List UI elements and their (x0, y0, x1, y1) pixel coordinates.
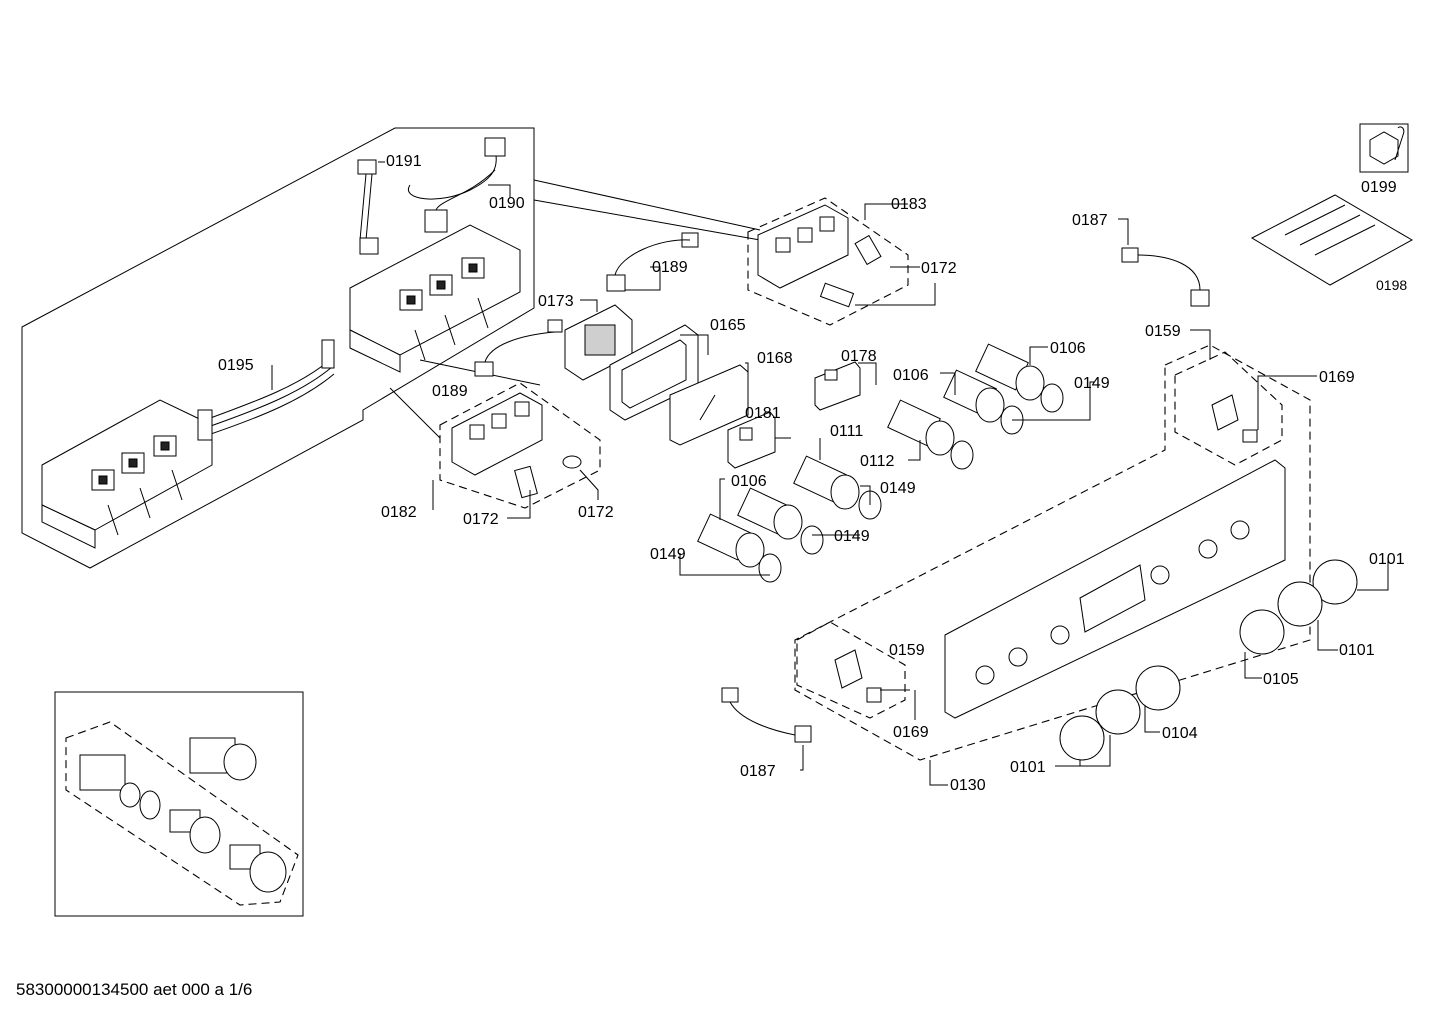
label-0105: 0105 (1263, 671, 1299, 688)
lower-switch-block (41, 399, 213, 549)
label-0159-upper: 0159 (1145, 323, 1181, 340)
control-panel-0130 (794, 344, 1311, 761)
label-0169-lower: 0169 (893, 724, 929, 741)
screw-bag-icon (1250, 194, 1414, 286)
upper-switch-block (349, 224, 521, 373)
front-knobs (1059, 559, 1358, 761)
label-0189-upper: 0189 (652, 259, 688, 276)
label-0111: 0111 (830, 423, 863, 440)
label-0189-lower: 0189 (432, 383, 468, 400)
knob-assemblies (697, 343, 1064, 583)
label-0106-top: 0106 (1050, 340, 1086, 357)
label-0101-top: 0101 (1369, 551, 1405, 568)
led-module-0159-lower (796, 621, 906, 719)
label-0172-left: 0172 (463, 511, 499, 528)
wire-harness-0191 (357, 137, 506, 255)
label-0198: 0198 (1376, 277, 1407, 293)
label-0168: 0168 (757, 350, 793, 367)
label-0190: 0190 (489, 195, 525, 212)
label-0101-low: 0101 (1010, 759, 1046, 776)
label-0187-lower: 0187 (740, 763, 776, 780)
circuit-board-0173 (564, 304, 633, 381)
label-0169-upper: 0169 (1319, 369, 1355, 386)
connector-0189-lower (474, 319, 563, 377)
connector-0187-lower (721, 687, 812, 743)
label-0130: 0130 (950, 777, 986, 794)
connector-0187-upper (1121, 247, 1210, 307)
switch-block-0183 (747, 197, 909, 326)
label-0187-upper: 0187 (1072, 212, 1108, 229)
bracket-0178 (814, 361, 861, 411)
label-0104: 0104 (1162, 725, 1198, 742)
label-0195: 0195 (218, 357, 254, 374)
ribbon-cable (197, 339, 335, 441)
part-labels: 0191 0190 0189 0173 0165 0168 0178 0183 … (218, 153, 1407, 794)
wrench-icon (1359, 123, 1409, 173)
led-module-0159-upper (1174, 351, 1283, 466)
label-0149-mid: 0149 (880, 480, 916, 497)
label-0181: 0181 (745, 405, 781, 422)
inset-detail-box (54, 691, 304, 917)
connector-0189-upper (606, 232, 699, 292)
label-0182: 0182 (381, 504, 417, 521)
label-0173: 0173 (538, 293, 574, 310)
switch-block-0182 (439, 382, 601, 509)
label-0159-lower: 0159 (889, 642, 925, 659)
leader-lines (271, 161, 1389, 786)
label-0178: 0178 (841, 348, 877, 365)
label-0106-mid: 0106 (893, 367, 929, 384)
label-0183: 0183 (891, 196, 927, 213)
label-0165: 0165 (710, 317, 746, 334)
label-0172-mid: 0172 (578, 504, 614, 521)
label-0149-top: 0149 (1074, 375, 1110, 392)
document-footer-id: 58300000134500 aet 000 a 1/6 (16, 980, 253, 999)
label-0199: 0199 (1361, 179, 1397, 196)
label-0101-mid: 0101 (1339, 642, 1375, 659)
label-0191: 0191 (386, 153, 422, 170)
bracket-0181 (727, 411, 776, 469)
display-0168 (669, 364, 749, 446)
label-0149-low: 0149 (834, 528, 870, 545)
label-0106-left: 0106 (731, 473, 767, 490)
label-0112: 0112 (860, 453, 895, 470)
label-0172-right: 0172 (921, 260, 957, 277)
label-0149-left: 0149 (650, 546, 686, 563)
